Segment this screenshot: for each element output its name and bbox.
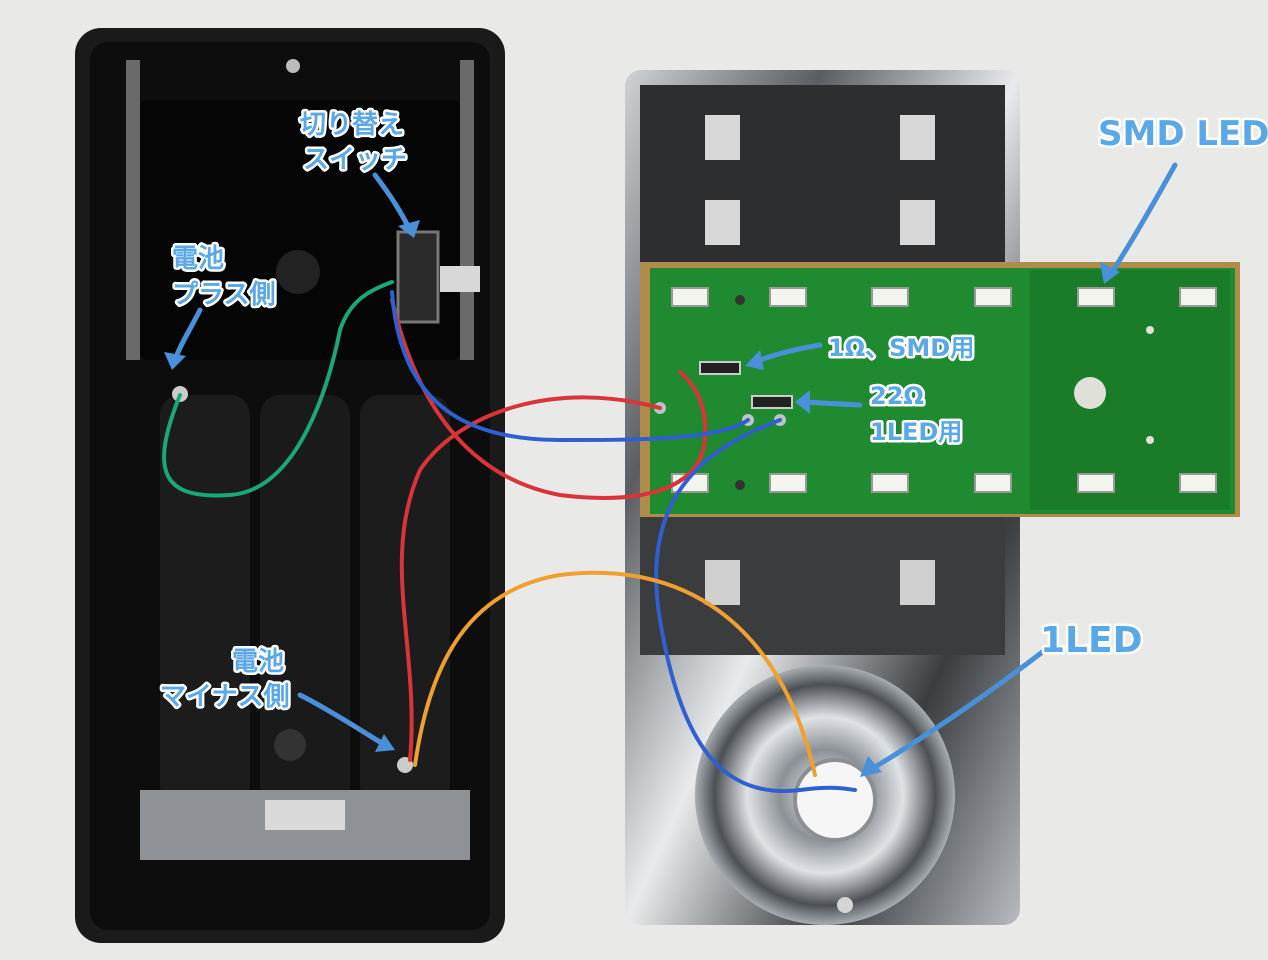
label-resistor-1ohm: 1Ω、SMD用 [828, 334, 974, 362]
blue-wire-pcb [390, 290, 750, 443]
label-battery-plus-line2: プラス側 [172, 280, 275, 310]
label-switch-line2: スイッチ [303, 145, 407, 175]
smd-led [974, 287, 1012, 307]
arrow-resistor-22ohm [802, 399, 863, 408]
annotation-arrows [164, 162, 1178, 777]
arrow-head [860, 756, 882, 777]
red-wire-minus [399, 395, 662, 762]
label-single-led: 1LED [1040, 620, 1142, 661]
arrow-single-led [867, 647, 1048, 773]
resistor-22ohm [751, 395, 793, 409]
label-battery-minus-line2: マイナス側 [160, 682, 289, 712]
led-pcb [640, 262, 1240, 517]
label-resistor-22ohm-line1: 22Ω [870, 382, 924, 410]
smd-led [769, 473, 807, 493]
label-battery-minus-line1: 電池 [232, 647, 284, 677]
arrow-smd-led [1107, 162, 1178, 278]
red-wire-pcb [390, 298, 708, 500]
orange-wire [413, 570, 817, 777]
wires [162, 280, 857, 794]
arrow-head [375, 734, 395, 752]
green-wire [162, 280, 394, 498]
slide-switch [396, 230, 440, 324]
smd-led [769, 287, 807, 307]
smd-led [871, 473, 909, 493]
label-smd-led: SMD LED [1098, 114, 1268, 154]
smd-led [671, 287, 709, 307]
label-switch-line1: 切り替え [300, 110, 404, 140]
arrow-head [1100, 262, 1120, 284]
blue-wire-led [654, 418, 857, 794]
smd-led [1077, 473, 1115, 493]
arrow-head [795, 390, 810, 414]
battery-case [75, 28, 505, 943]
arrow-head [164, 352, 186, 370]
resistor-1ohm [699, 361, 741, 375]
label-resistor-22ohm-line2: 1LED用 [870, 418, 962, 446]
label-battery-plus-line1: 電池 [172, 244, 224, 274]
smd-led [1179, 473, 1217, 493]
smd-led [974, 473, 1012, 493]
annotations: 切り替え スイッチ 電池 プラス側 電池 マイナス側 SMD LED 1Ω、SM… [158, 108, 1268, 715]
smd-led [1077, 287, 1115, 307]
arrow-head [398, 220, 420, 238]
arrow-battery-minus [297, 692, 388, 748]
smd-led [1179, 287, 1217, 307]
arrow-head [745, 350, 764, 370]
smd-led [871, 287, 909, 307]
